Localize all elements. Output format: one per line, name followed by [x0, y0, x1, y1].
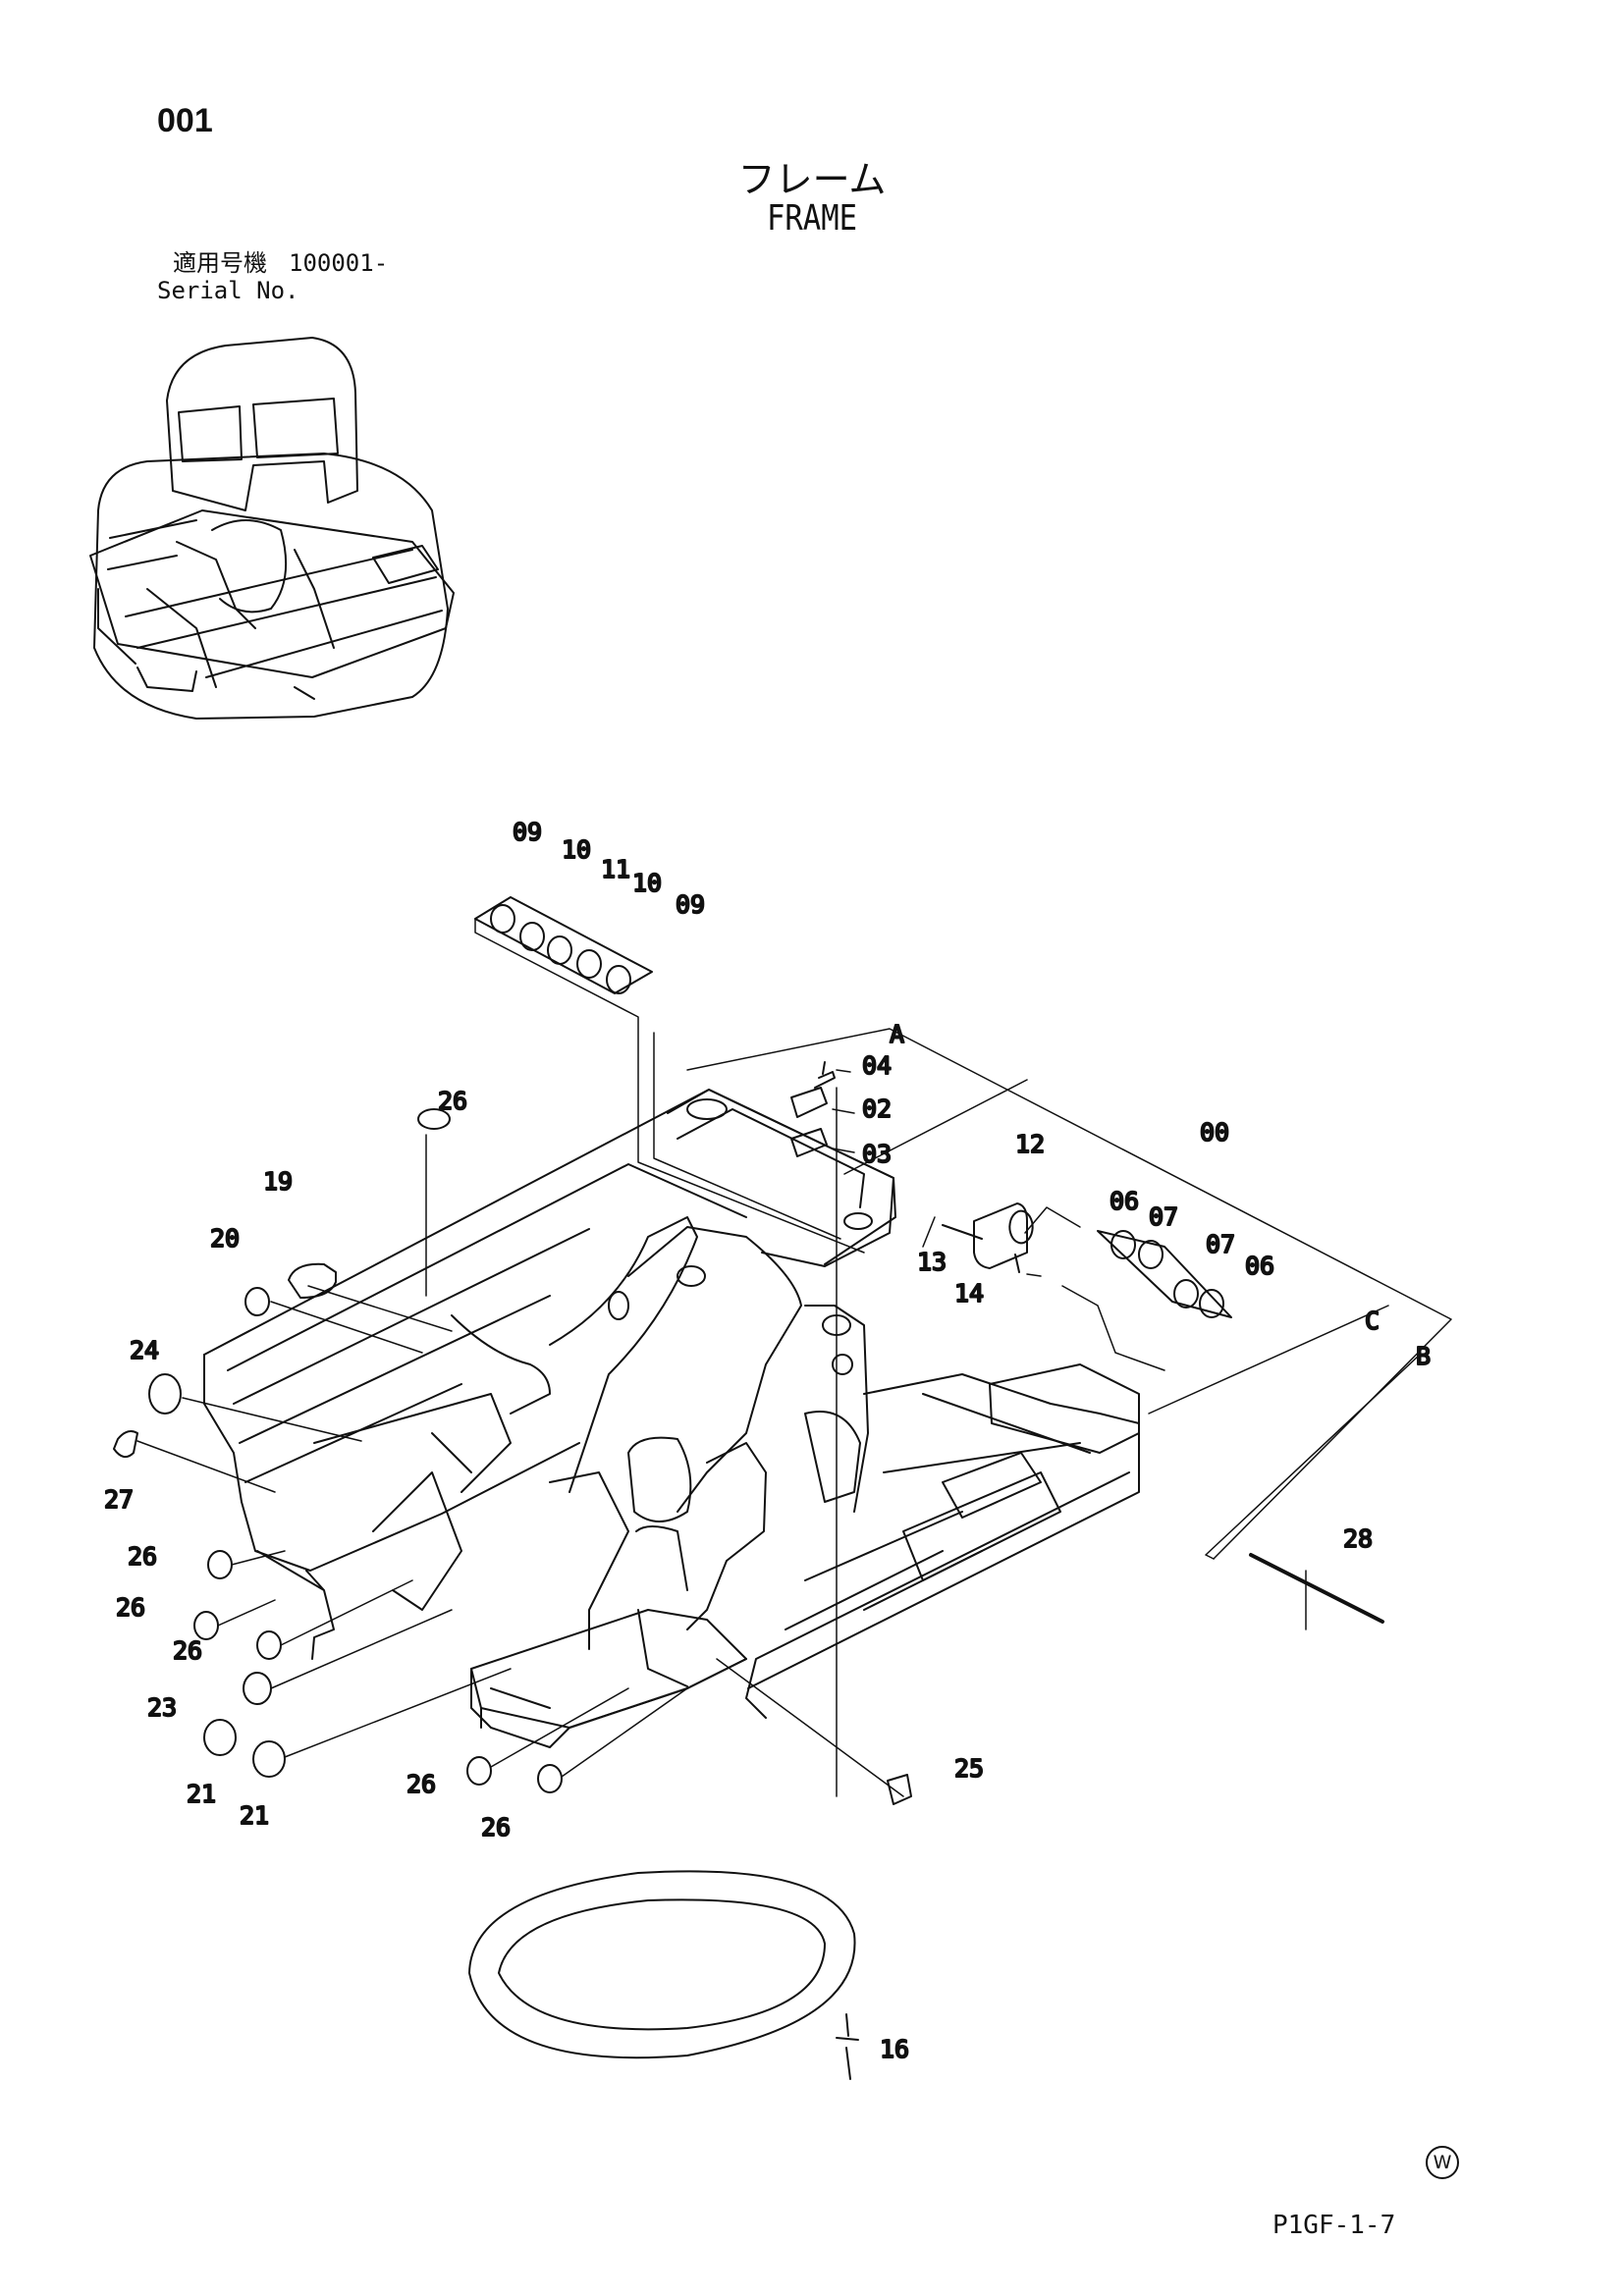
- callout-label: 21: [187, 1780, 216, 1808]
- leader-lines: [136, 918, 1452, 1797]
- mounting-bolt: [836, 2013, 859, 2080]
- callout-label: C: [1365, 1307, 1380, 1335]
- machine-overview-thumbnail: [89, 337, 455, 720]
- callout-label: 16: [880, 2035, 909, 2063]
- callout-label: 26: [406, 1770, 436, 1798]
- callout-label: 10: [632, 869, 662, 897]
- callout-label: 13: [917, 1248, 947, 1276]
- callout-label: 03: [862, 1140, 892, 1168]
- callout-label: 06: [1245, 1252, 1274, 1280]
- callout-label: 25: [954, 1754, 984, 1783]
- page-title-japanese: フレーム: [737, 158, 887, 201]
- callout-label: 26: [438, 1087, 467, 1115]
- callout-label: 26: [481, 1813, 511, 1842]
- plates-and-bolt: [790, 1061, 836, 1157]
- callout-label: 26: [128, 1542, 157, 1571]
- callout-label: 19: [263, 1167, 293, 1196]
- serial-info: 適用号機 100001- Serial No.: [157, 249, 388, 304]
- callout-label: 26: [116, 1593, 145, 1622]
- callout-label: 06: [1110, 1187, 1139, 1215]
- pin-part: [942, 1202, 1034, 1273]
- page-number: 001: [157, 102, 213, 139]
- frame-assembly: [203, 1089, 1140, 1748]
- shim-stack-upper: [474, 896, 653, 994]
- swing-bearing-ring: [468, 1870, 856, 2059]
- callout-label: 23: [147, 1693, 177, 1722]
- callout-label: 26: [173, 1636, 202, 1665]
- callout-label: 24: [130, 1336, 159, 1364]
- callout-label: 09: [513, 818, 542, 846]
- callout-label: 12: [1015, 1130, 1045, 1158]
- serial-label-english: Serial No.: [157, 277, 299, 304]
- drawing-code: P1GF-1-7: [1272, 2211, 1396, 2240]
- serial-label-japanese: 適用号機: [173, 249, 267, 277]
- rod-part: [1249, 1553, 1384, 1624]
- callout-label: 09: [676, 890, 705, 919]
- callout-label: 14: [954, 1279, 984, 1308]
- callout-label: 04: [862, 1051, 892, 1080]
- page-title-english: FRAME: [766, 198, 858, 239]
- callout-label: 02: [862, 1095, 892, 1123]
- ring-parts: [113, 1108, 912, 1805]
- callout-label: 00: [1200, 1118, 1229, 1147]
- shim-stack-lower: [1097, 1230, 1232, 1318]
- watermark-w-symbol: W: [1426, 2146, 1459, 2179]
- callout-label: 21: [240, 1801, 269, 1830]
- callout-label: 20: [210, 1224, 240, 1253]
- callout-label: B: [1416, 1342, 1431, 1370]
- callout-label: 27: [104, 1485, 134, 1514]
- callout-label: 11: [601, 855, 630, 883]
- callout-label: 28: [1343, 1524, 1373, 1553]
- callout-label: 07: [1149, 1202, 1178, 1231]
- callout-label: 10: [562, 835, 591, 864]
- callout-label: 07: [1206, 1230, 1235, 1258]
- callout-label: A: [890, 1020, 904, 1048]
- serial-value: 100001-: [289, 249, 389, 277]
